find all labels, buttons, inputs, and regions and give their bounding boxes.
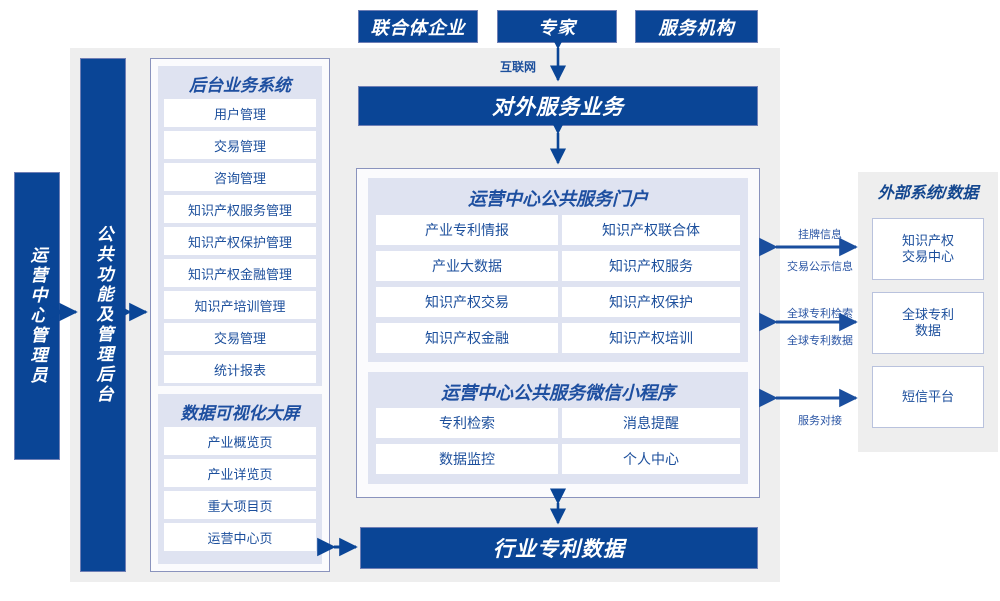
backend-item-8[interactable]: 统计报表 bbox=[164, 355, 316, 383]
dataviz-item-1[interactable]: 产业详览页 bbox=[164, 459, 316, 487]
mini-program-title: 运营中心公共服务微信小程序 bbox=[441, 383, 675, 403]
portal-item-1[interactable]: 知识产权联合体 bbox=[562, 215, 740, 245]
dataviz-item-2[interactable]: 重大项目页 bbox=[164, 491, 316, 519]
external-system-global-patent-label: 全球专利 数据 bbox=[901, 306, 954, 338]
edge-label-global-patent-search: 全球专利检索 bbox=[787, 308, 853, 320]
external-service-bar[interactable]: 对外服务业务 bbox=[358, 86, 758, 126]
public-portal-title: 运营中心公共服务门户 bbox=[468, 189, 648, 209]
portal-item-2[interactable]: 产业大数据 bbox=[376, 251, 558, 281]
external-system-sms-platform[interactable]: 短信平台 bbox=[872, 366, 984, 428]
internet-label: 互联网 bbox=[499, 60, 536, 74]
dataviz-item-3[interactable]: 运营中心页 bbox=[164, 523, 316, 551]
top-actor-box-1[interactable]: 联合体企业 bbox=[358, 10, 478, 43]
left-column-operator-label: 运营中心管理员 bbox=[27, 246, 47, 386]
external-systems-title: 外部系统/数据 bbox=[877, 185, 979, 202]
left-column-common-backend[interactable]: 公共功能及管理后台 bbox=[80, 58, 126, 572]
mini-program-item-0[interactable]: 专利检索 bbox=[376, 408, 558, 438]
portal-item-7[interactable]: 知识产权培训 bbox=[562, 323, 740, 353]
backend-item-2[interactable]: 咨询管理 bbox=[164, 163, 316, 191]
edge-label-listing-info: 挂牌信息 bbox=[798, 229, 842, 241]
backend-item-5[interactable]: 知识产权金融管理 bbox=[164, 259, 316, 287]
backend-item-7[interactable]: 交易管理 bbox=[164, 323, 316, 351]
external-system-ip-exchange[interactable]: 知识产权 交易中心 bbox=[872, 218, 984, 280]
backend-item-4[interactable]: 知识产权保护管理 bbox=[164, 227, 316, 255]
edge-label-transaction-public-info: 交易公示信息 bbox=[787, 261, 853, 273]
edge-label-service-docking: 服务对接 bbox=[798, 415, 842, 427]
dataviz-item-0[interactable]: 产业概览页 bbox=[164, 427, 316, 455]
mini-program-item-3[interactable]: 个人中心 bbox=[562, 444, 740, 474]
external-system-ip-exchange-label: 知识产权 交易中心 bbox=[901, 232, 954, 264]
mini-program-item-1[interactable]: 消息提醒 bbox=[562, 408, 740, 438]
portal-item-3[interactable]: 知识产权服务 bbox=[562, 251, 740, 281]
external-system-global-patent[interactable]: 全球专利 数据 bbox=[872, 292, 984, 354]
left-column-operator[interactable]: 运营中心管理员 bbox=[14, 172, 60, 460]
backend-item-6[interactable]: 知识产培训管理 bbox=[164, 291, 316, 319]
mini-program-item-2[interactable]: 数据监控 bbox=[376, 444, 558, 474]
top-actor-box-2[interactable]: 专家 bbox=[497, 10, 617, 43]
backend-item-1[interactable]: 交易管理 bbox=[164, 131, 316, 159]
edge-label-global-patent-data: 全球专利数据 bbox=[787, 335, 853, 347]
top-actor-box-3[interactable]: 服务机构 bbox=[635, 10, 758, 43]
external-system-sms-platform-label: 短信平台 bbox=[901, 388, 954, 404]
backend-item-3[interactable]: 知识产权服务管理 bbox=[164, 195, 316, 223]
backend-system-title: 后台业务系统 bbox=[189, 75, 291, 95]
bottom-industry-patent-data-bar[interactable]: 行业专利数据 bbox=[360, 527, 758, 569]
portal-item-5[interactable]: 知识产权保护 bbox=[562, 287, 740, 317]
left-column-common-backend-label: 公共功能及管理后台 bbox=[93, 225, 113, 405]
portal-item-0[interactable]: 产业专利情报 bbox=[376, 215, 558, 245]
dataviz-title: 数据可视化大屏 bbox=[180, 403, 300, 423]
portal-item-4[interactable]: 知识产权交易 bbox=[376, 287, 558, 317]
backend-item-0[interactable]: 用户管理 bbox=[164, 99, 316, 127]
portal-item-6[interactable]: 知识产权金融 bbox=[376, 323, 558, 353]
